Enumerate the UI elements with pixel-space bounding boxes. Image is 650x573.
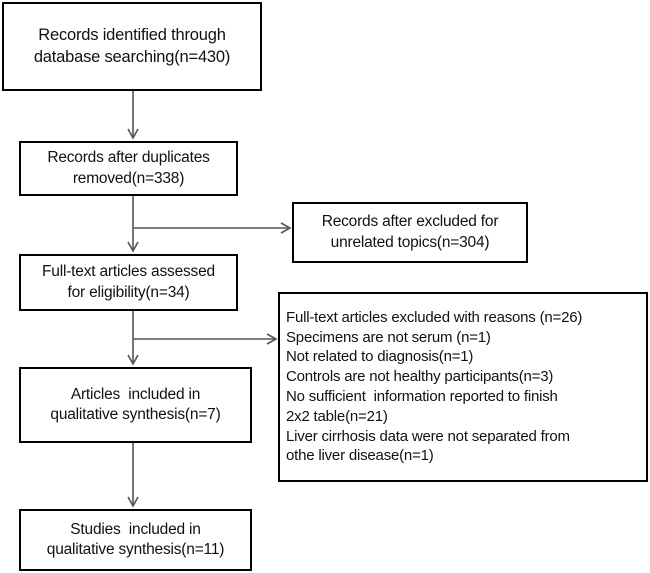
- connector-fulltext-to-articles: [127, 311, 139, 366]
- excluded-reasons-line-8: othe liver disease(n=1): [286, 447, 434, 465]
- excluded-reasons-line-1: Full-text articles excluded with reasons…: [286, 308, 583, 326]
- box-articles-included: Articles included in qualitative synthes…: [19, 367, 252, 443]
- box-fulltext-assessed: Full-text articles assessed for eligibil…: [19, 254, 238, 311]
- records-identified-line-2: database searching(n=430): [33, 47, 231, 66]
- excluded-reasons-line-6: 2x2 table(n=21): [286, 407, 388, 425]
- excluded-reasons-line-5: No sufficient information reported to fi…: [286, 388, 558, 405]
- box-records-identified: Records identified through database sear…: [2, 2, 262, 91]
- records-after-duplicates-line-2: removed(n=338): [72, 169, 185, 187]
- studies-included-line-2: qualitative synthesis(n=11): [46, 541, 225, 558]
- connector-identified-to-duplicates: [127, 91, 139, 140]
- records-excluded-unrelated-line-1: Records after excluded for: [321, 213, 499, 231]
- connector-duplicates-to-excluded: [133, 222, 292, 234]
- connector-duplicates-to-fulltext: [127, 196, 139, 253]
- fulltext-assessed-line-1: Full-text articles assessed: [42, 263, 215, 281]
- articles-included-line-1: Articles included in: [70, 385, 201, 403]
- records-excluded-unrelated-line-2: unrelated topics(n=304): [330, 233, 490, 251]
- excluded-reasons-line-3: Not related to diagnosis(n=1): [286, 348, 474, 366]
- excluded-reasons-line-7: Liver cirrhosis data were not separated …: [286, 427, 570, 445]
- box-studies-included: Studies included in qualitative synthesi…: [19, 509, 252, 571]
- box-fulltext-excluded-reasons: Full-text articles excluded with reasons…: [278, 292, 648, 482]
- box-records-after-duplicates: Records after duplicates removed(n=338): [19, 141, 238, 196]
- excluded-reasons-line-2: Specimens are not serum (n=1): [286, 328, 491, 346]
- articles-included-line-2: qualitative synthesis(n=7): [50, 406, 221, 423]
- studies-included-line-1: Studies included in: [70, 520, 201, 538]
- connector-articles-to-studies: [127, 443, 139, 508]
- records-after-duplicates-line-1: Records after duplicates: [47, 149, 210, 167]
- box-records-excluded-unrelated: Records after excluded for unrelated top…: [292, 202, 528, 263]
- fulltext-assessed-line-2: for eligibility(n=34): [67, 283, 190, 301]
- excluded-reasons-line-4: Controls are not healthy participants(n=…: [286, 368, 554, 386]
- connector-fulltext-to-reasons: [133, 333, 278, 345]
- records-identified-line-1: Records identified through: [38, 26, 226, 45]
